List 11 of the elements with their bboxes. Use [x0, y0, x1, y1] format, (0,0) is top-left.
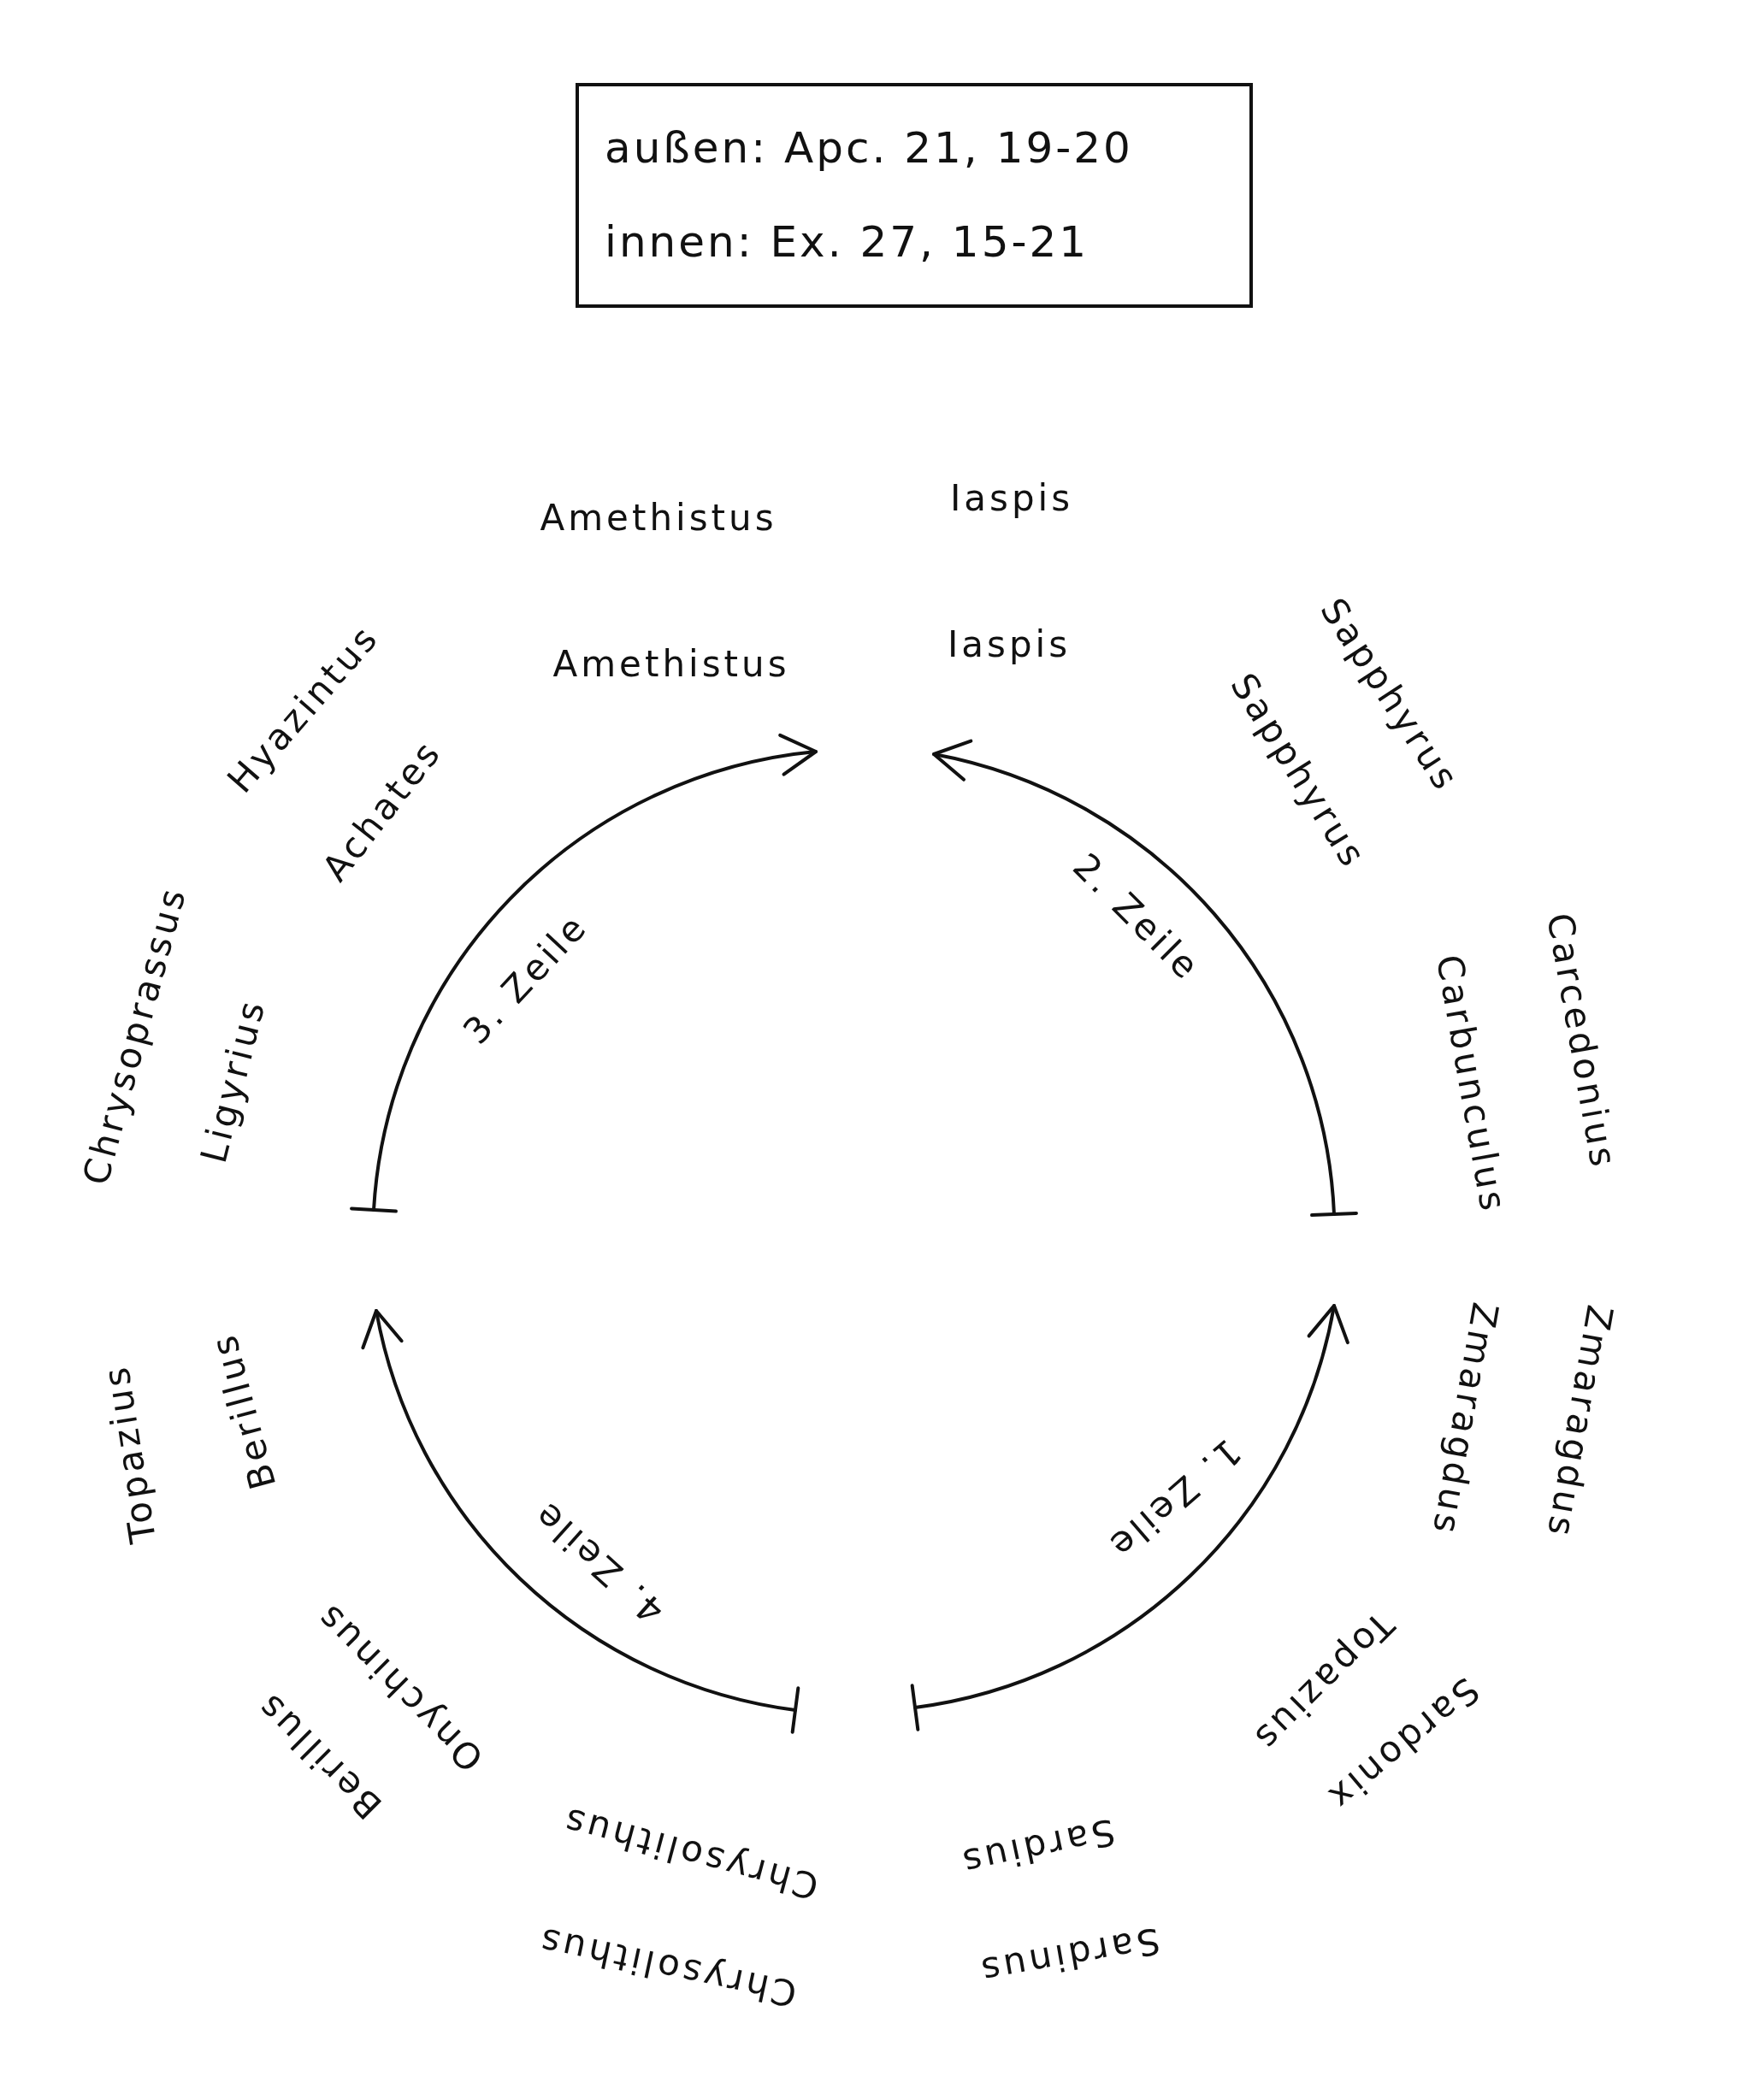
stone-name: Sardius	[956, 1810, 1119, 1884]
stone-name: Iaspis	[947, 623, 1072, 666]
reference-text: innen: Ex. 27, 15-21	[605, 217, 1090, 267]
stone-name: Sardinus	[975, 1919, 1163, 1992]
reference-text: außen: Apc. 21, 19-20	[605, 124, 1133, 174]
stone-name: Amethistus	[552, 643, 790, 686]
stone-name: Iaspis	[949, 477, 1074, 520]
stone-name: Berillus	[203, 1328, 285, 1494]
note-box	[576, 83, 1253, 308]
stone-name: Amethistus	[540, 497, 777, 540]
stone-name: Topazius	[95, 1361, 165, 1546]
